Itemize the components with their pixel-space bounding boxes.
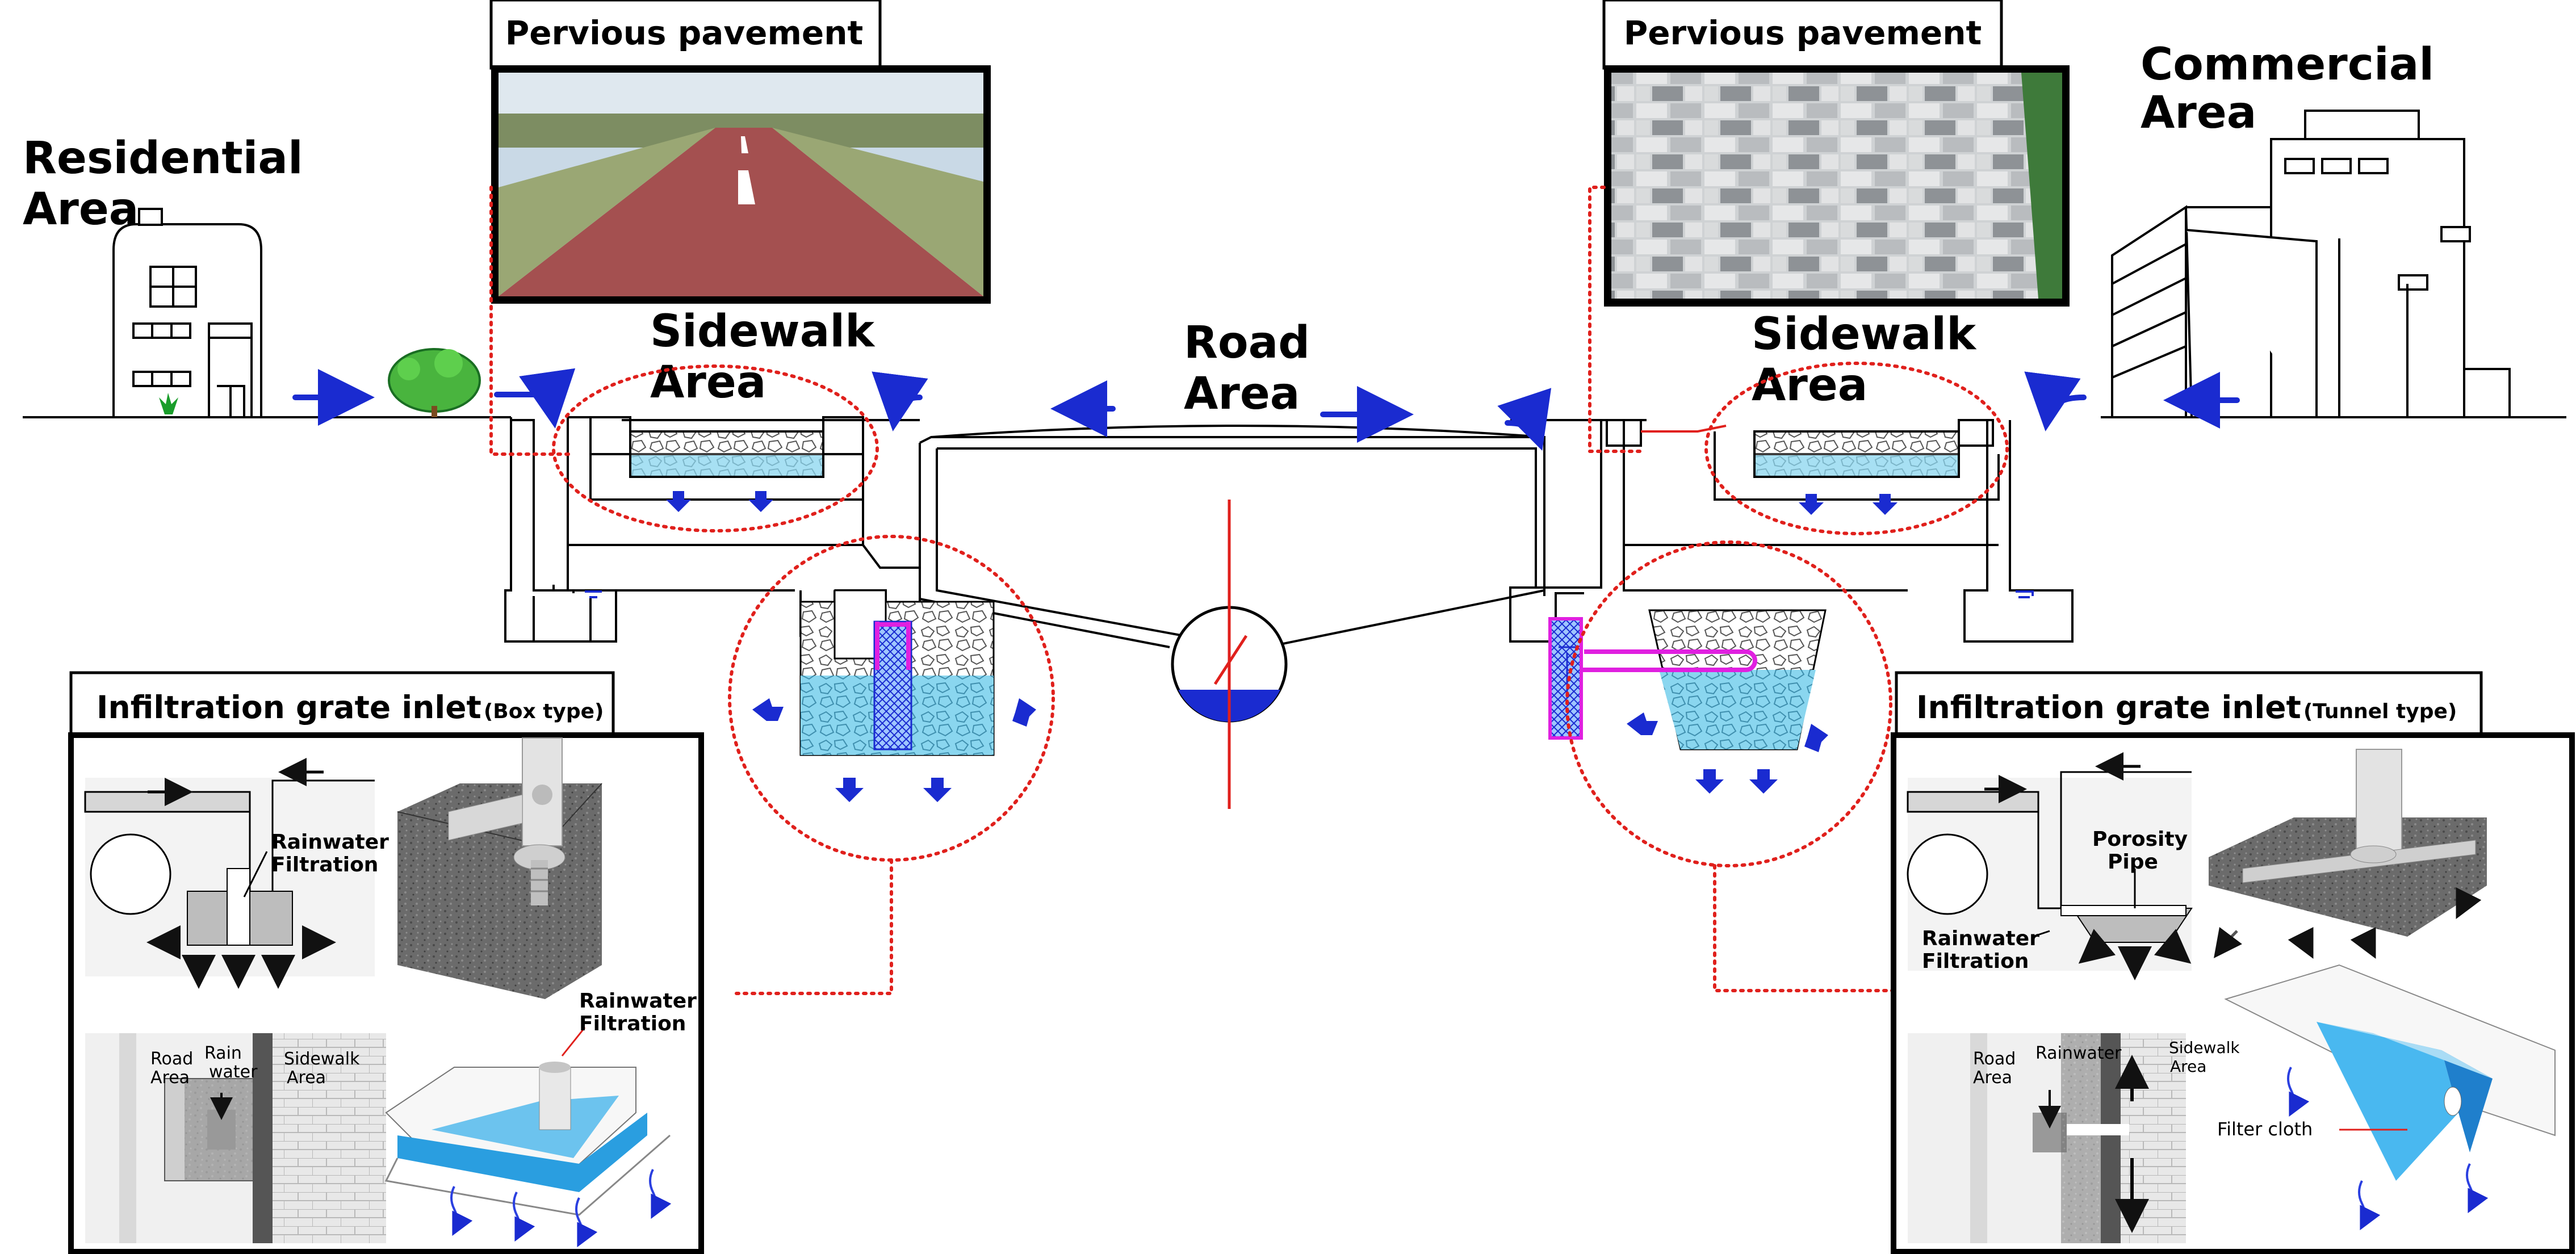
tunnel-filter-cloth-label: Filter cloth bbox=[2217, 1118, 2313, 1140]
box-title-sub: (Box type) bbox=[484, 700, 604, 723]
tunnel-filtration-1: Rainwater bbox=[1922, 927, 2039, 950]
svg-text:Infiltration grate inlet(Box t: Infiltration grate inlet(Box type) bbox=[97, 689, 604, 725]
tunnel-title-sub: (Tunnel type) bbox=[2303, 700, 2457, 723]
box-plan-road-2: Area bbox=[150, 1068, 190, 1088]
sidewalk-left-label-1: Sidewalk bbox=[650, 306, 876, 357]
box-plan-rain-1: Rain bbox=[204, 1043, 242, 1063]
residential-label-2: Area bbox=[23, 184, 139, 235]
box-cutaway-filtration-2: Filtration bbox=[579, 1012, 686, 1035]
tunnel-filtration-2: Filtration bbox=[1922, 950, 2029, 973]
road-surface bbox=[931, 425, 1545, 438]
svg-text:Infiltration grate inlet(Tunne: Infiltration grate inlet(Tunnel type) bbox=[1916, 689, 2457, 725]
box-type-panel: Infiltration grate inlet(Box type) Rainw… bbox=[68, 671, 704, 1254]
right-sidewalk-structure bbox=[1509, 419, 2074, 643]
tunnel-type-panel: Infiltration grate inlet(Tunnel type) Po… bbox=[1891, 671, 2575, 1254]
box-plan-view: Road Area Rain water Sidewalk Area bbox=[85, 1033, 386, 1243]
residential-label-1: Residential bbox=[23, 133, 303, 184]
tunnel-plan-sidewalk-2: Area bbox=[2170, 1057, 2206, 1076]
drain-pipe bbox=[1171, 500, 1288, 809]
commercial-label-1: Commercial bbox=[2141, 39, 2434, 90]
tunnel-plan-rainwater: Rainwater bbox=[2035, 1043, 2122, 1063]
tunnel-3d-render bbox=[2209, 749, 2487, 959]
box-cutaway-filtration-1: Rainwater bbox=[579, 989, 697, 1013]
pervious-pavement-photo-left bbox=[491, 65, 991, 304]
tunnel-porosity-2: Pipe bbox=[2108, 850, 2158, 874]
plant-icon bbox=[159, 393, 178, 414]
box-filtration-label-1: Rainwater bbox=[271, 831, 389, 854]
tunnel-3d-cutaway: Filter cloth bbox=[2217, 964, 2556, 1231]
infiltration-arrows bbox=[666, 491, 1898, 802]
road-label-1: Road bbox=[1184, 317, 1310, 368]
sidewalk-right-label-1: Sidewalk bbox=[1752, 309, 1977, 360]
tree-icon bbox=[388, 348, 481, 417]
box-plan-sidewalk-1: Sidewalk bbox=[284, 1049, 360, 1069]
ground-line bbox=[23, 416, 2566, 421]
residential-building bbox=[112, 208, 262, 418]
callout-circles bbox=[489, 186, 2009, 995]
photo-connector-right bbox=[1641, 425, 1727, 433]
tunnel-plan-sidewalk-1: Sidewalk bbox=[2169, 1038, 2240, 1057]
commercial-building bbox=[2111, 110, 2511, 418]
photo-title-right: Pervious pavement bbox=[1624, 14, 1982, 52]
box-plan-sidewalk-2: Area bbox=[287, 1068, 326, 1088]
pervious-pavement-photo-right bbox=[1604, 65, 2070, 307]
tunnel-title-main: Infiltration grate inlet bbox=[1916, 689, 2301, 725]
box-3d-render bbox=[397, 737, 602, 999]
box-section-detail: Rainwater Filtration bbox=[84, 758, 389, 989]
photo-title-box-left bbox=[489, 0, 882, 70]
road-label-2: Area bbox=[1184, 368, 1300, 420]
box-3d-cutaway: Rainwater Filtration bbox=[384, 989, 697, 1248]
tunnel-section-detail: Porosity Pipe Rainwater Filtration bbox=[1907, 752, 2193, 980]
tunnel-plan-view: Road Area Rainwater Sidewalk Area bbox=[1908, 1033, 2240, 1243]
box-plan-road-1: Road bbox=[150, 1049, 193, 1069]
tunnel-plan-road-1: Road bbox=[1973, 1049, 2016, 1069]
tunnel-porosity-1: Porosity bbox=[2092, 828, 2188, 851]
box-plan-rain-2: water bbox=[209, 1062, 258, 1082]
box-inlet-section bbox=[799, 589, 995, 756]
tunnel-plan-road-2: Area bbox=[1973, 1068, 2012, 1088]
photo-title-left: Pervious pavement bbox=[505, 14, 864, 52]
commercial-label-2: Area bbox=[2141, 87, 2256, 139]
tunnel-inlet-section bbox=[1548, 609, 1827, 750]
photo-title-box-right bbox=[1602, 0, 2003, 70]
box-title-main: Infiltration grate inlet bbox=[97, 689, 481, 725]
left-sidewalk-structure bbox=[504, 416, 864, 643]
flow-arrows bbox=[292, 368, 2240, 451]
box-filtration-label-2: Filtration bbox=[271, 853, 378, 876]
